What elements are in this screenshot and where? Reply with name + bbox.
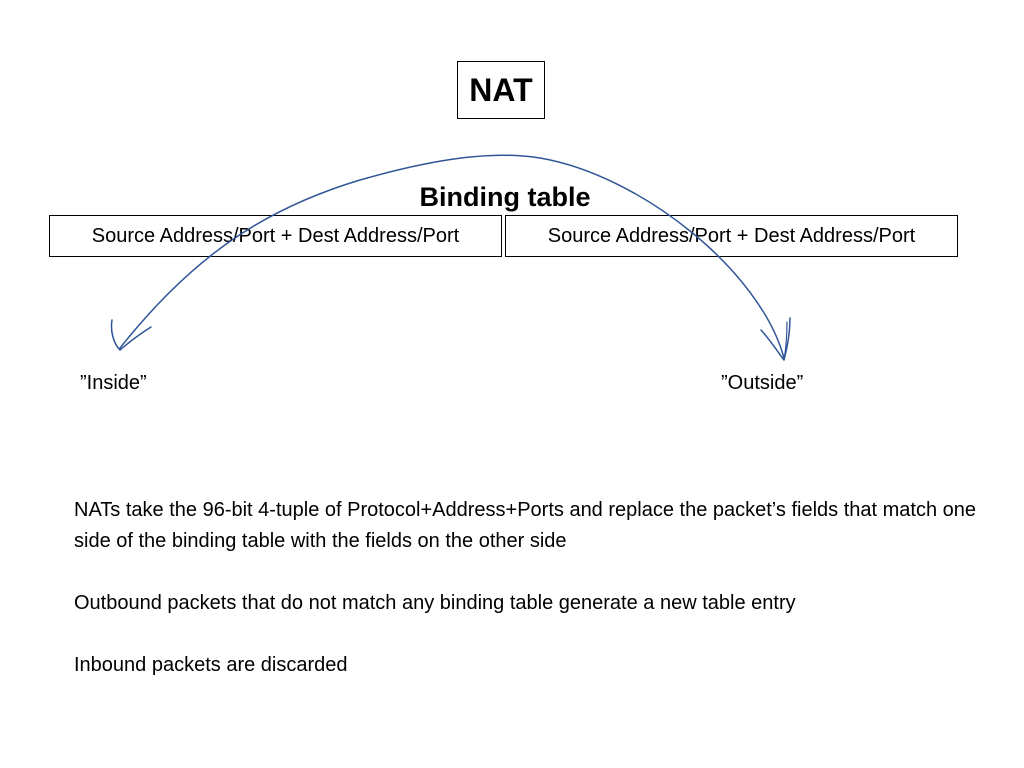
- outside-arrowhead-stroke: [783, 321, 788, 361]
- paragraph-nat-rewrite: NATs take the 96-bit 4-tuple of Protocol…: [74, 499, 976, 552]
- inside-arrowhead: [110, 319, 152, 351]
- binding-table-right-text: Source Address/Port + Dest Address/Port: [547, 224, 916, 247]
- binding-table-right-cell: Source Address/Port + Dest Address/Port: [505, 215, 958, 257]
- nat-box: NAT: [457, 61, 545, 119]
- inside-label: ”Inside”: [80, 372, 147, 394]
- outside-arrowhead: [760, 317, 791, 361]
- paragraph-inbound: Inbound packets are discarded: [74, 654, 348, 676]
- paragraph-outbound: Outbound packets that do not match any b…: [74, 592, 796, 614]
- binding-table-left-cell: Source Address/Port + Dest Address/Port: [49, 215, 502, 257]
- binding-table-left-text: Source Address/Port + Dest Address/Port: [91, 224, 460, 247]
- outside-label: ”Outside”: [721, 372, 804, 394]
- nat-label: NAT: [469, 71, 533, 108]
- binding-table-title: Binding table: [419, 182, 591, 212]
- explanation-text: NATs take the 96-bit 4-tuple of Protocol…: [74, 495, 994, 712]
